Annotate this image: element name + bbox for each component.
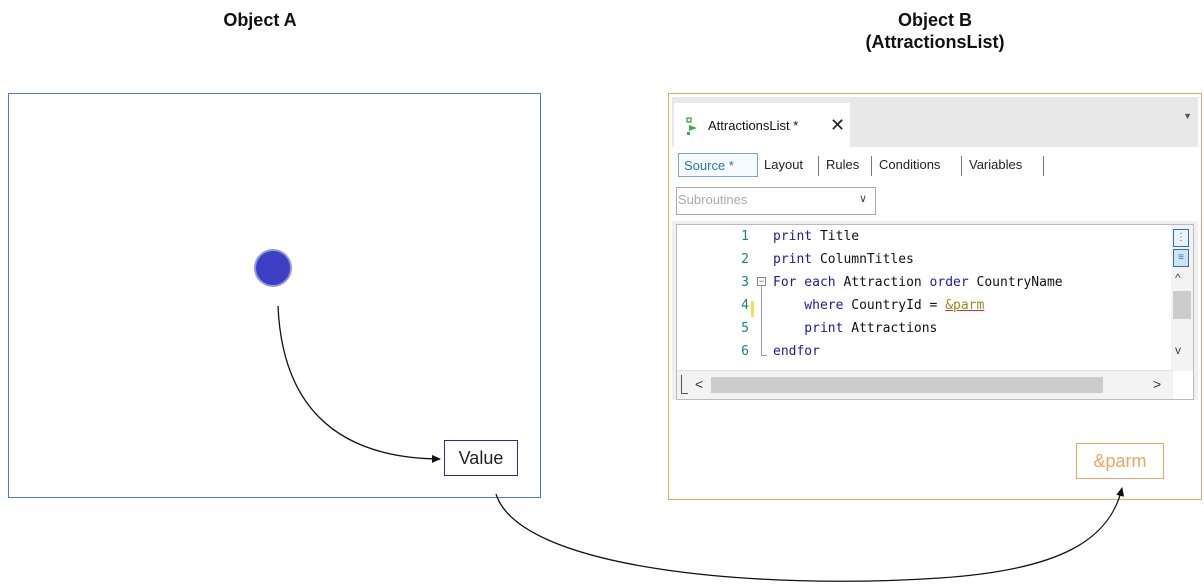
- arrow-value-to-parm: [495, 487, 1125, 582]
- procedure-icon: [686, 117, 697, 135]
- scroll-left-icon[interactable]: <: [695, 376, 704, 392]
- document-tabstrip: AttractionsList * ✕ ▼: [672, 97, 1198, 147]
- fold-guide-end: [761, 355, 767, 356]
- object-a-title: Object A: [223, 10, 297, 30]
- code-editor[interactable]: 1 2 3 4 5 6 − print Title print ColumnTi…: [676, 224, 1194, 400]
- corner-marker: [681, 375, 688, 394]
- object-b-title: Object B (AttractionsList): [790, 9, 1080, 53]
- code-line-1: print Title: [773, 229, 860, 244]
- line-number: 1: [741, 229, 749, 244]
- code-line-5: print Attractions: [773, 321, 938, 336]
- code-line-6: endfor: [773, 344, 820, 359]
- tab-divider: [961, 156, 962, 176]
- code-line-2: print ColumnTitles: [773, 252, 914, 267]
- outline-icon[interactable]: ⋮: [1173, 229, 1189, 247]
- document-tab-label: AttractionsList *: [708, 118, 799, 133]
- object-a-panel: [8, 93, 541, 498]
- scroll-up-icon[interactable]: ^: [1175, 271, 1181, 285]
- subroutines-dropdown[interactable]: Subroutines ∨: [676, 187, 876, 215]
- source-dot: [256, 251, 290, 285]
- tab-menu-icon[interactable]: ▼: [1183, 111, 1192, 121]
- tab-source[interactable]: Source *: [678, 153, 758, 177]
- tab-divider: [818, 156, 819, 176]
- subroutines-dropdown-text: Subroutines: [678, 192, 748, 207]
- line-number: 5: [741, 321, 749, 336]
- scroll-down-icon[interactable]: v: [1175, 343, 1181, 357]
- line-number: 3: [741, 275, 749, 290]
- object-b-title-line2: (AttractionsList): [865, 32, 1005, 52]
- fold-guide: [761, 286, 762, 355]
- vertical-scrollbar[interactable]: ⋮ ≡ ^ v: [1171, 225, 1193, 371]
- code-line-3: For each Attraction order CountryName: [773, 275, 1063, 290]
- tab-divider: [871, 156, 872, 176]
- tab-conditions[interactable]: Conditions: [879, 157, 941, 172]
- close-icon[interactable]: ✕: [830, 115, 846, 135]
- chevron-down-icon: ∨: [858, 193, 867, 205]
- scroll-right-icon[interactable]: >: [1153, 376, 1162, 392]
- value-box: Value: [444, 440, 518, 476]
- horizontal-scroll-thumb[interactable]: [711, 377, 1103, 393]
- change-marker: [751, 301, 754, 317]
- tab-rules[interactable]: Rules: [826, 157, 860, 172]
- code-line-4: where CountryId = &parm: [773, 298, 985, 313]
- tab-layout[interactable]: Layout: [764, 157, 804, 172]
- document-tab[interactable]: AttractionsList * ✕: [674, 103, 850, 147]
- vertical-scroll-thumb[interactable]: [1173, 291, 1191, 319]
- parm-box: &parm: [1076, 443, 1164, 479]
- horizontal-scrollbar[interactable]: < >: [677, 370, 1173, 399]
- fold-collapse-icon[interactable]: −: [757, 276, 766, 286]
- part-tabs: Source * Layout Rules Conditions Variabl…: [672, 147, 1198, 181]
- line-number: 4: [741, 298, 749, 313]
- ide-window: AttractionsList * ✕ ▼ Source * Layout Ru…: [672, 97, 1198, 400]
- line-number: 6: [741, 344, 749, 359]
- subroutines-bar: Subroutines ∨: [672, 181, 1198, 221]
- format-icon[interactable]: ≡: [1173, 249, 1189, 267]
- object-b-title-line1: Object B: [897, 10, 972, 30]
- tab-divider: [1043, 156, 1044, 176]
- tab-variables[interactable]: Variables: [969, 157, 1023, 172]
- line-number: 2: [741, 252, 749, 267]
